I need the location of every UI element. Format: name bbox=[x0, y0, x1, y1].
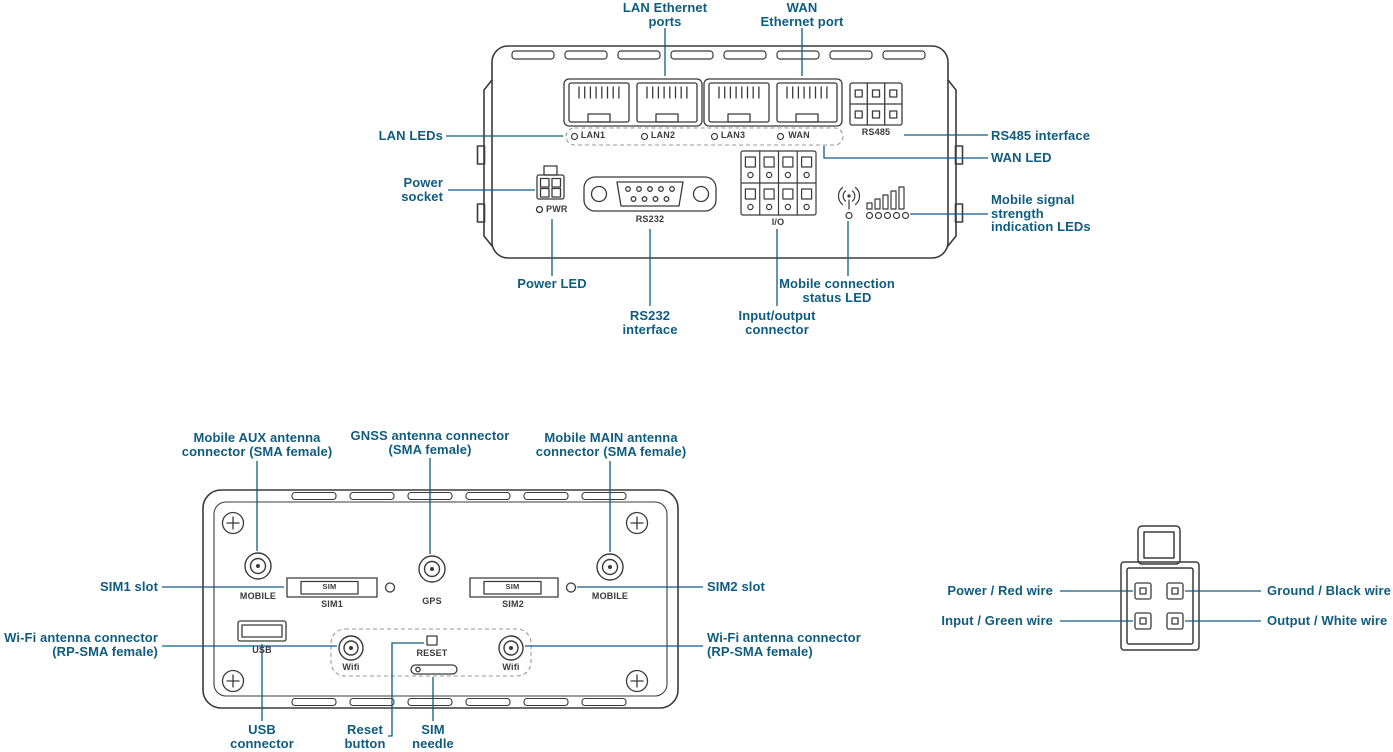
callout-rs485-interface: RS485 interface bbox=[991, 128, 1091, 143]
mobile-aux-connector bbox=[244, 552, 272, 580]
front-panel-vents bbox=[511, 50, 926, 60]
label-mobile-right: MOBILE bbox=[591, 591, 629, 601]
io-terminal-art bbox=[740, 150, 817, 216]
callout-mobile-signal-leds: Mobile signal strength indication LEDs bbox=[991, 192, 1091, 234]
port-label-rs485: RS485 bbox=[861, 127, 891, 137]
rs232-connector-art bbox=[583, 176, 717, 212]
label-usb: USB bbox=[252, 645, 272, 655]
callout-sim1-slot: SIM1 slot bbox=[100, 579, 158, 594]
led-strip-art bbox=[565, 127, 844, 146]
label-wifi-left: Wifi bbox=[342, 662, 360, 672]
signal-bar-5 bbox=[898, 186, 905, 210]
callout-input-green-wire: Input / Green wire bbox=[941, 613, 1053, 628]
sim2-slot-shape bbox=[469, 577, 559, 598]
callout-rs232-interface: RS232 interface bbox=[622, 308, 678, 337]
bottom-panel-body bbox=[202, 489, 679, 709]
reset-needle-art bbox=[410, 635, 458, 675]
callout-lan-leds: LAN LEDs bbox=[378, 128, 443, 143]
callout-sim-needle: SIM needle bbox=[412, 722, 454, 751]
callout-wan-led: WAN LED bbox=[991, 150, 1052, 165]
bottom-leader-lines bbox=[162, 458, 703, 737]
bottom-panel-art bbox=[162, 458, 703, 737]
signal-bar-2 bbox=[874, 198, 881, 210]
callout-wan-ethernet-port: WAN Ethernet port bbox=[760, 0, 844, 29]
wifi-connector-right bbox=[498, 635, 524, 661]
front-leader-lines bbox=[446, 28, 988, 306]
sim-needle-shape bbox=[410, 664, 458, 675]
wifi-reset-dashed-outline bbox=[330, 628, 532, 677]
signal-bar-1 bbox=[866, 202, 873, 210]
callout-output-white-wire: Output / White wire bbox=[1267, 613, 1388, 628]
callout-gnss: GNSS antenna connector (SMA female) bbox=[350, 428, 510, 457]
pin-ground bbox=[1166, 582, 1184, 600]
label-mobile-left: MOBILE bbox=[239, 591, 277, 601]
callout-io-connector: Input/output connector bbox=[738, 308, 816, 337]
callout-reset-button: Reset button bbox=[344, 722, 386, 751]
sim2-eject-hole bbox=[565, 582, 577, 593]
signal-bar-4 bbox=[890, 190, 897, 210]
rs485-connector-art bbox=[849, 82, 903, 126]
sim1-eject-hole bbox=[384, 582, 396, 593]
port-label-io: I/O bbox=[771, 217, 785, 227]
callout-wifi-right: Wi-Fi antenna connector (RP-SMA female) bbox=[707, 630, 861, 659]
callout-mobile-status-led: Mobile connection status LED bbox=[779, 276, 895, 305]
bottom-panel-inner bbox=[213, 491, 668, 707]
power-socket-art bbox=[535, 165, 565, 214]
ethernet-ports-art bbox=[563, 78, 843, 127]
mobile-signal-art bbox=[837, 186, 910, 220]
wifi-connector-left bbox=[338, 635, 364, 661]
callout-lan-ethernet-ports: LAN Ethernet ports bbox=[622, 0, 708, 29]
corner-screws bbox=[221, 511, 649, 693]
port-label-rs232: RS232 bbox=[635, 214, 665, 224]
port-label-wan: WAN bbox=[788, 130, 810, 140]
front-panel-art bbox=[446, 28, 988, 306]
reset-hole bbox=[426, 635, 438, 646]
mobile-main-connector bbox=[596, 553, 624, 581]
label-gps: GPS bbox=[422, 596, 442, 606]
power-led-dot bbox=[535, 205, 544, 214]
sim1-slot-shape bbox=[286, 577, 378, 598]
gnss-connector bbox=[418, 555, 446, 583]
port-label-lan2: LAN2 bbox=[650, 130, 676, 140]
callout-sim2-slot: SIM2 slot bbox=[707, 579, 765, 594]
port-label-pwr: PWR bbox=[546, 204, 568, 214]
pinout-leader-lines bbox=[1060, 590, 1261, 622]
sim-slots-art bbox=[286, 577, 577, 598]
label-sim-badge-1: SIM bbox=[322, 582, 337, 591]
callout-wifi-left: Wi-Fi antenna connector (RP-SMA female) bbox=[4, 630, 158, 659]
antenna-connectors-art bbox=[244, 552, 624, 661]
usb-port-art bbox=[237, 620, 287, 642]
callout-power-red-wire: Power / Red wire bbox=[947, 583, 1053, 598]
label-sim2: SIM2 bbox=[502, 599, 524, 609]
callout-ground-black-wire: Ground / Black wire bbox=[1267, 583, 1391, 598]
port-label-lan3: LAN3 bbox=[720, 130, 746, 140]
port-label-lan1: LAN1 bbox=[580, 130, 606, 140]
label-sim-badge-2: SIM bbox=[505, 582, 520, 591]
callout-power-led: Power LED bbox=[517, 276, 587, 291]
pin-power bbox=[1134, 582, 1152, 600]
callout-usb-connector: USB connector bbox=[230, 722, 294, 751]
power-connector-art bbox=[1060, 525, 1261, 651]
callout-power-socket: Power socket bbox=[401, 175, 443, 204]
front-panel-body bbox=[476, 45, 964, 259]
callout-mobile-aux: Mobile AUX antenna connector (SMA female… bbox=[181, 430, 333, 459]
label-reset: RESET bbox=[416, 648, 448, 658]
callout-mobile-main: Mobile MAIN antenna connector (SMA femal… bbox=[535, 430, 687, 459]
mobile-status-led-dot bbox=[845, 211, 853, 220]
pin-output bbox=[1166, 612, 1184, 630]
label-wifi-right: Wifi bbox=[502, 662, 520, 672]
pin-input bbox=[1134, 612, 1152, 630]
antenna-icon bbox=[847, 194, 851, 198]
signal-bar-3 bbox=[882, 194, 889, 210]
label-sim1: SIM1 bbox=[321, 599, 343, 609]
